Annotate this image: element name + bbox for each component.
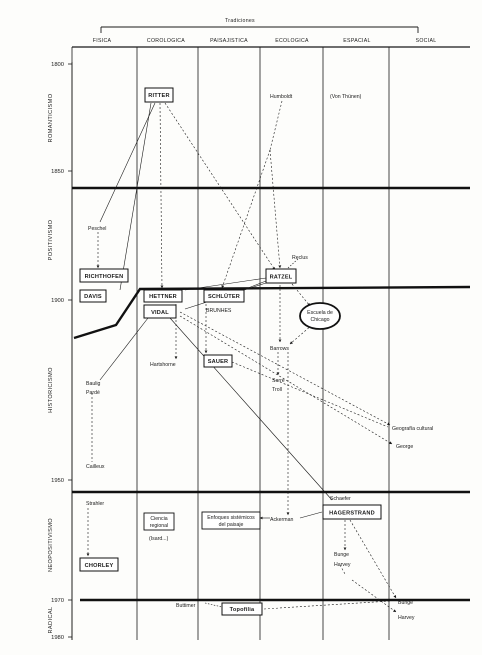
year-1950: 1950 bbox=[51, 478, 64, 484]
box-vidal: VIDAL bbox=[143, 304, 177, 319]
box-topofilia-label: Topofilia bbox=[230, 607, 255, 613]
column-corologica: COROLOGICA bbox=[147, 38, 185, 44]
box-richthofen: RICHTHOFEN bbox=[79, 268, 129, 283]
label-cailleux: Cailleux bbox=[86, 464, 105, 470]
label-baulig: Baulig bbox=[86, 381, 101, 387]
box-chorley: CHORLEY bbox=[79, 557, 119, 572]
label-geografia-cultural: Geografía cultural bbox=[392, 426, 433, 432]
box-ritter: RITTER bbox=[144, 87, 174, 103]
box-davis-label: DAVIS bbox=[84, 294, 102, 300]
label-vonthunen: (Von Thünen) bbox=[330, 94, 362, 100]
box-hettner-label: HETTNER bbox=[149, 294, 177, 300]
year-1900: 1900 bbox=[51, 298, 64, 304]
label-harvey-2: Harvey bbox=[398, 615, 415, 621]
box-hettner: HETTNER bbox=[143, 289, 183, 303]
year-1850: 1850 bbox=[51, 169, 64, 175]
box-ciencia-regional: Ciencia regional bbox=[143, 512, 175, 531]
column-fisica: FISICA bbox=[93, 38, 112, 44]
header-tradiciones: Tradiciones bbox=[225, 18, 255, 24]
period-boundaries bbox=[72, 186, 471, 602]
box-chorley-label: CHORLEY bbox=[85, 563, 114, 569]
box-hagerstrand: HAGERSTRAND bbox=[322, 504, 382, 520]
label-bunge-2: Bunge bbox=[398, 600, 413, 606]
isard-label: (Isard...) bbox=[149, 536, 169, 542]
box-ratzel: RATZEL bbox=[265, 268, 297, 284]
column-paisajistica: PAISAJISTICA bbox=[210, 38, 248, 44]
box-schluter-label: SCHLÜTER bbox=[208, 293, 240, 300]
label-reclus: Reclus bbox=[292, 255, 308, 261]
escuela-line2: Chicago bbox=[310, 317, 329, 323]
year-1970: 1970 bbox=[51, 598, 64, 604]
era-neopositivismo: NEOPOSITIVISMO bbox=[48, 518, 54, 572]
box-hagerstrand-label: HAGERSTRAND bbox=[329, 511, 375, 517]
header-bracket bbox=[100, 26, 419, 33]
label-brunhes: BRUNHES bbox=[206, 308, 232, 314]
label-harvey-1: Harvey bbox=[334, 562, 351, 568]
label-sorre: Sorre bbox=[272, 378, 285, 384]
year-1800: 1800 bbox=[51, 62, 64, 68]
connections bbox=[86, 100, 397, 613]
box-sauer: SAUER bbox=[203, 354, 233, 368]
label-humboldt: Humboldt bbox=[270, 94, 293, 100]
label-strahler: Strahler bbox=[86, 501, 104, 507]
label-schaefer: Schaefer bbox=[330, 496, 351, 502]
escuela-line1: Escuela de bbox=[307, 310, 333, 316]
ciencia-line2: regional bbox=[150, 523, 168, 529]
label-hartshorne: Hartshorne bbox=[150, 362, 176, 368]
label-george: George bbox=[396, 444, 413, 450]
column-espacial: ESPACIAL bbox=[343, 38, 370, 44]
box-vidal-label: VIDAL bbox=[151, 310, 169, 316]
era-historicismo: HISTORICISMO bbox=[48, 367, 54, 413]
circle-escuela-chicago: Escuela de Chicago bbox=[299, 302, 341, 330]
era-positivismo: POSITIVISMO bbox=[48, 219, 54, 260]
box-topofilia: Topofilia bbox=[221, 602, 263, 616]
label-bunge-1: Bunge bbox=[334, 552, 349, 558]
enfoques-line1: Enfoques sistémicos bbox=[207, 515, 255, 521]
column-ecologica: ECOLOGICA bbox=[275, 38, 309, 44]
enfoques-line2: del paisaje bbox=[219, 522, 244, 528]
column-social: SOCIAL bbox=[416, 38, 437, 44]
label-peschel: Peschel bbox=[88, 226, 106, 232]
era-romanticismo: ROMANTICISMO bbox=[48, 93, 54, 142]
label-parde: Pardé bbox=[86, 390, 100, 396]
box-schluter: SCHLÜTER bbox=[203, 289, 245, 303]
box-ratzel-label: RATZEL bbox=[270, 275, 293, 281]
axis-ticks bbox=[68, 63, 72, 638]
label-barrows: Barrows bbox=[270, 346, 289, 352]
box-davis: DAVIS bbox=[79, 289, 107, 303]
box-richthofen-label: RICHTHOFEN bbox=[85, 274, 124, 280]
box-enfoques: Enfoques sistémicos del paisaje bbox=[201, 511, 261, 530]
ciencia-line1: Ciencia bbox=[150, 516, 167, 522]
year-1980: 1980 bbox=[51, 635, 64, 641]
label-troll: Troll bbox=[272, 387, 282, 393]
box-sauer-label: SAUER bbox=[208, 359, 229, 365]
label-ackerman: Ackerman bbox=[270, 517, 293, 523]
label-buttimer: Buttimer bbox=[176, 603, 196, 609]
box-ritter-label: RITTER bbox=[148, 93, 169, 99]
era-radical: RADICAL bbox=[48, 606, 54, 633]
